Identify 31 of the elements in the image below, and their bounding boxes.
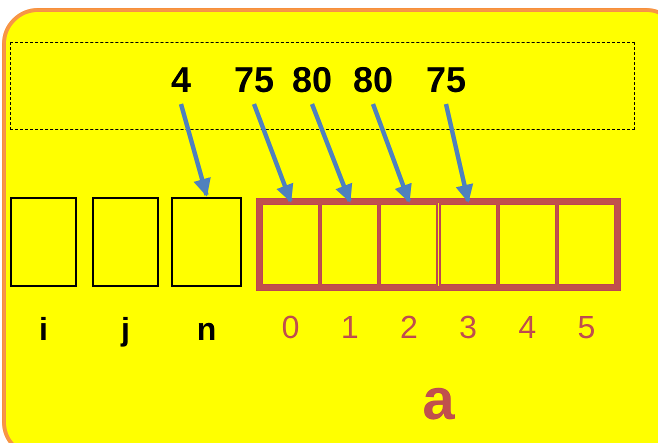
arrow	[310, 103, 352, 203]
value-text: 80	[351, 60, 395, 100]
arrow	[444, 104, 474, 203]
index-label: 4	[518, 310, 536, 346]
array-name: a	[422, 368, 455, 432]
variable-label: n	[196, 312, 216, 348]
arrow	[178, 103, 211, 197]
array-cell	[498, 203, 557, 286]
memory-cell	[10, 197, 77, 287]
array-cell	[379, 203, 438, 286]
variable-label: j	[121, 312, 130, 348]
value-text: 4	[169, 60, 193, 100]
array-cell	[438, 203, 498, 286]
variable-label: i	[39, 312, 48, 348]
index-label: 5	[578, 310, 596, 346]
dashed-box	[10, 42, 635, 130]
index-label: 1	[340, 310, 359, 346]
arrow	[370, 103, 412, 203]
array-box	[256, 198, 621, 291]
index-label: 3	[459, 310, 477, 346]
array-cell	[261, 203, 320, 286]
array-cell	[556, 203, 616, 286]
value-text: 75	[232, 60, 276, 100]
array-cell	[320, 203, 380, 286]
value-text: 80	[290, 60, 334, 100]
value-text: 75	[424, 60, 468, 100]
index-label: 0	[282, 310, 300, 346]
memory-cell	[171, 197, 242, 287]
memory-cell	[92, 197, 159, 287]
index-label: 2	[400, 310, 418, 346]
arrow	[252, 103, 294, 203]
